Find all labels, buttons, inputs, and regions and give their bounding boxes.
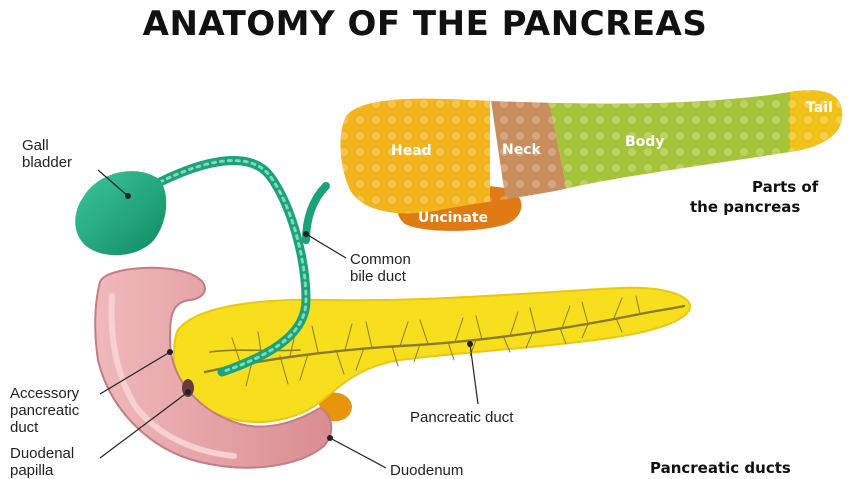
duodenal-papilla-label-line2: papilla xyxy=(10,462,54,479)
duodenum-label: Duodenum xyxy=(390,462,463,479)
duodenum-leader xyxy=(330,438,386,468)
pancreas-parts-illustration: Head Neck Body Tail Uncinate Parts of th… xyxy=(330,80,850,231)
neck-label: Neck xyxy=(502,142,542,158)
body-label: Body xyxy=(625,134,664,150)
parts-heading-line1: Parts of xyxy=(752,178,819,196)
accessory-duct-label-line1: Accessory xyxy=(10,385,80,402)
gall-bladder-label-line1: Gall xyxy=(22,137,49,154)
common-bile-duct-leader xyxy=(306,234,346,258)
accessory-duct-label-line2: pancreatic xyxy=(10,402,80,419)
gall-bladder xyxy=(75,171,166,255)
parts-heading-line2: the pancreas xyxy=(690,198,800,216)
hepatic-duct xyxy=(306,186,326,240)
duodenal-papilla-label-line1: Duodenal xyxy=(10,445,74,462)
common-bile-duct-label-line2: bile duct xyxy=(350,268,407,285)
pancreatic-duct-label: Pancreatic duct xyxy=(410,409,514,426)
pancreas-body xyxy=(174,288,690,422)
accessory-duct-label-line3: duct xyxy=(10,419,39,436)
common-bile-duct-label-line1: Common xyxy=(350,251,411,268)
gall-bladder-label-line2: bladder xyxy=(22,154,72,171)
pancreatic-ducts-heading: Pancreatic ducts xyxy=(650,459,791,477)
head-label: Head xyxy=(391,143,432,159)
tail-label: Tail xyxy=(806,100,833,116)
uncinate-label: Uncinate xyxy=(418,210,488,226)
